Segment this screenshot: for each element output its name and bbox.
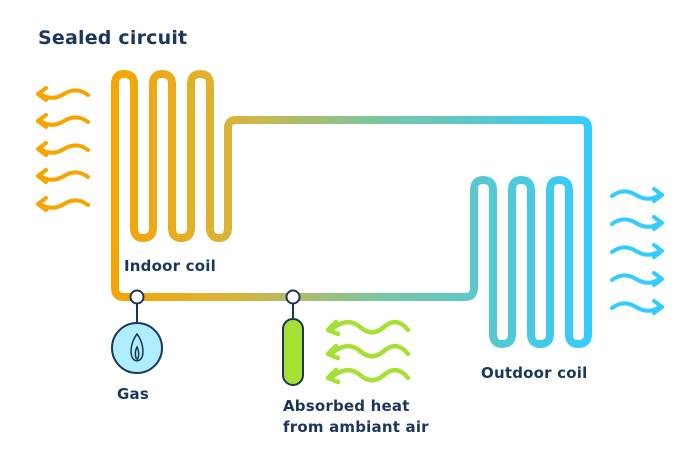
wavy-arrow-right-icon (610, 271, 664, 287)
compressor (282, 289, 304, 386)
ambient-heat-arrows (325, 319, 411, 385)
wavy-arrow-left-icon (36, 168, 90, 184)
wavy-arrow-left-icon (36, 86, 90, 102)
valve-node-icon (129, 289, 145, 305)
wavy-arrow-right-icon (610, 215, 664, 231)
wavy-arrow-left-icon (325, 367, 411, 385)
gas-label: Gas (117, 385, 149, 403)
gas-burner (111, 289, 163, 374)
wavy-arrow-left-icon (36, 113, 90, 129)
absorbed-heat-line1: Absorbed heat (283, 397, 410, 415)
heat-output-left (36, 86, 90, 212)
valve-node-icon (285, 289, 301, 305)
wavy-arrow-right-icon (610, 299, 664, 315)
wavy-arrow-left-icon (325, 343, 411, 361)
capsule-icon (282, 318, 304, 386)
refrigerant-pipe (111, 70, 592, 348)
wavy-arrow-right-icon (610, 187, 664, 203)
diagram-title: Sealed circuit (38, 27, 188, 49)
wavy-arrow-left-icon (325, 319, 411, 337)
wavy-arrow-left-icon (36, 196, 90, 212)
flame-icon (130, 332, 144, 362)
wavy-arrow-left-icon (36, 141, 90, 157)
absorbed-heat-label: Absorbed heat from ambiant air (283, 396, 429, 438)
absorbed-heat-line2: from ambiant air (283, 418, 429, 436)
indoor-coil-label: Indoor coil (124, 257, 216, 275)
heat-output-right (610, 187, 664, 315)
outdoor-coil-label: Outdoor coil (481, 364, 588, 382)
wavy-arrow-right-icon (610, 243, 664, 259)
